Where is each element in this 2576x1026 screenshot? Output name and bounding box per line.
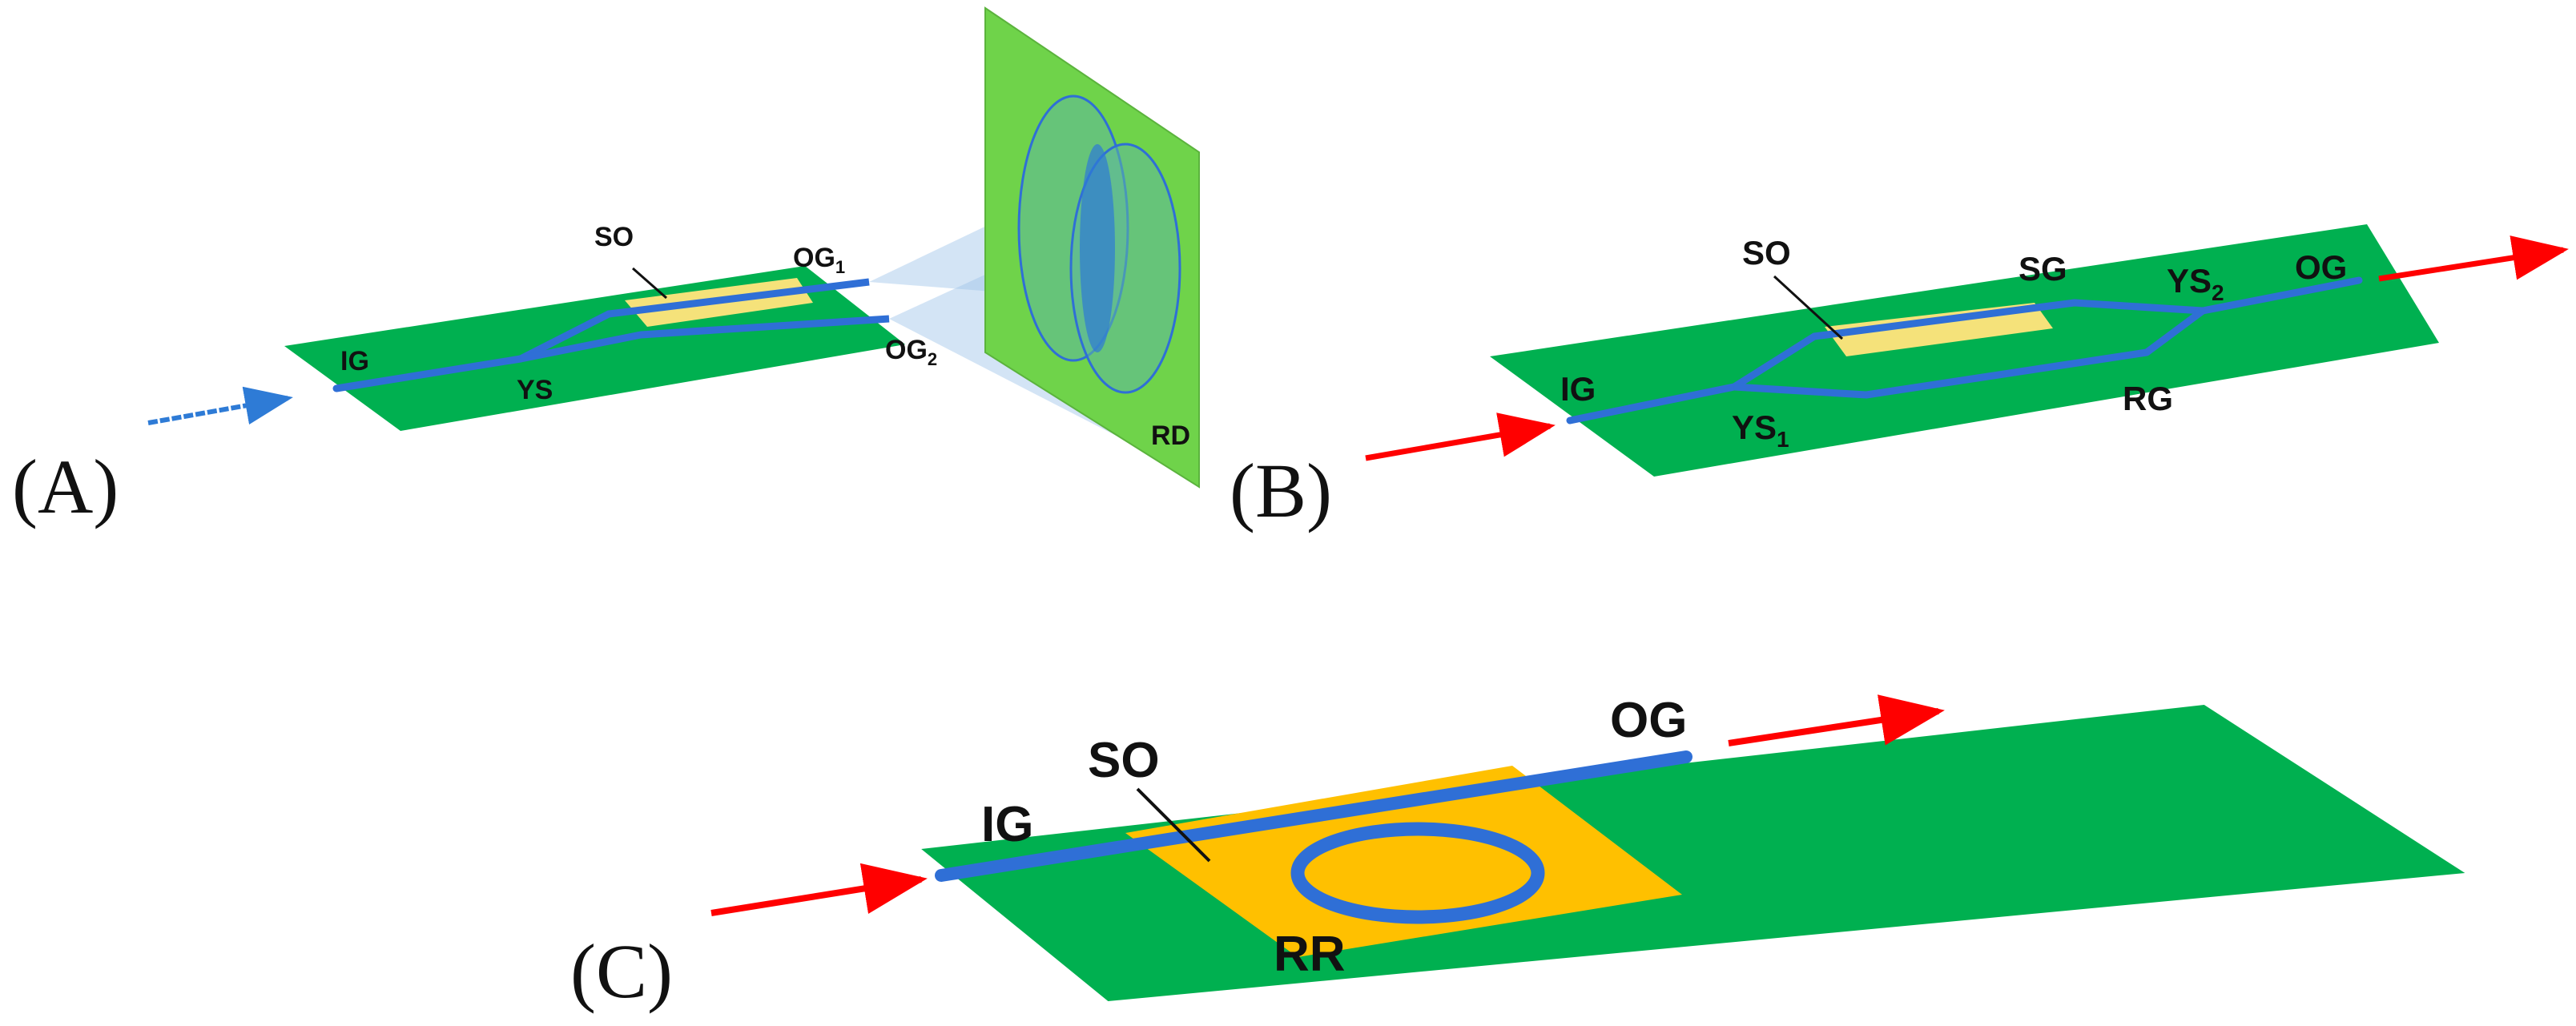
so-pointer-b (1773, 275, 1844, 340)
output-arrow-b (2378, 235, 2569, 282)
so-pointer-c (1136, 787, 1211, 863)
label-sg-b: SG (2019, 250, 2067, 288)
lower-arm-a (520, 315, 890, 363)
label-so-a: SO (594, 222, 634, 252)
output-arrow-c (1728, 694, 1945, 746)
upper-arm-a (518, 278, 870, 363)
label-rg-b: RG (2123, 380, 2173, 417)
panel-label-c: (C) (570, 928, 673, 1014)
output-guide-b (2199, 276, 2363, 315)
bus-guide-c (935, 750, 1693, 882)
panel-label-a: (A) (12, 444, 119, 529)
substrate-b (1490, 224, 2439, 477)
input-arrow-b (1365, 412, 1556, 461)
label-ys-a: YS (517, 375, 553, 405)
input-arrow-c (710, 863, 928, 916)
reference-arm-b (1733, 308, 2205, 399)
label-ys1-b: YS1 (1732, 408, 1789, 452)
input-guide-b (1566, 383, 1738, 424)
label-og2-a: OG2 (885, 335, 937, 369)
label-og1-a: OG1 (793, 243, 845, 277)
label-ig-a: IG (340, 346, 369, 376)
sensing-arm-b (1732, 299, 2204, 390)
label-rd: RD (1151, 420, 1190, 451)
input-arrow-a (147, 386, 293, 425)
diagram-c: SO OG IG RR (C) (570, 693, 2465, 1014)
ring-resonator (1290, 822, 1545, 924)
so-pointer-a (632, 267, 667, 300)
label-rr-c: RR (1274, 927, 1346, 982)
label-ys2-b: YS2 (2167, 262, 2224, 305)
diagram-a: SO OG1 OG2 IG YS RD (A) (12, 6, 1200, 529)
label-ig-c: IG (981, 797, 1033, 852)
label-og-b: OG (2295, 248, 2347, 286)
interference-zone (1080, 144, 1115, 352)
diagram-b: SO SG YS2 OG IG YS1 RG (B) (1230, 224, 2569, 533)
label-og-c: OG (1610, 693, 1687, 748)
label-so-c: SO (1088, 733, 1160, 788)
label-ig-b: IG (1560, 370, 1596, 408)
sensing-pad-c-main (1125, 766, 1682, 957)
input-guide-a (332, 355, 525, 392)
label-so-b: SO (1742, 234, 1791, 272)
panel-label-b: (B) (1230, 448, 1332, 533)
